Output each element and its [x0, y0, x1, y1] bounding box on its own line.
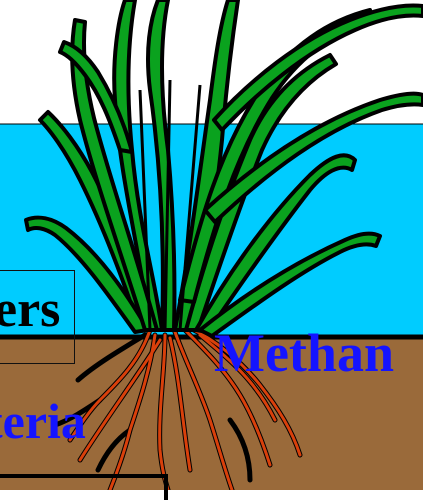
bacteria-label: teria — [0, 396, 86, 446]
organisms-label: ers — [0, 284, 60, 336]
methane-label: Methan — [214, 326, 394, 380]
bottom-frame — [0, 474, 168, 500]
